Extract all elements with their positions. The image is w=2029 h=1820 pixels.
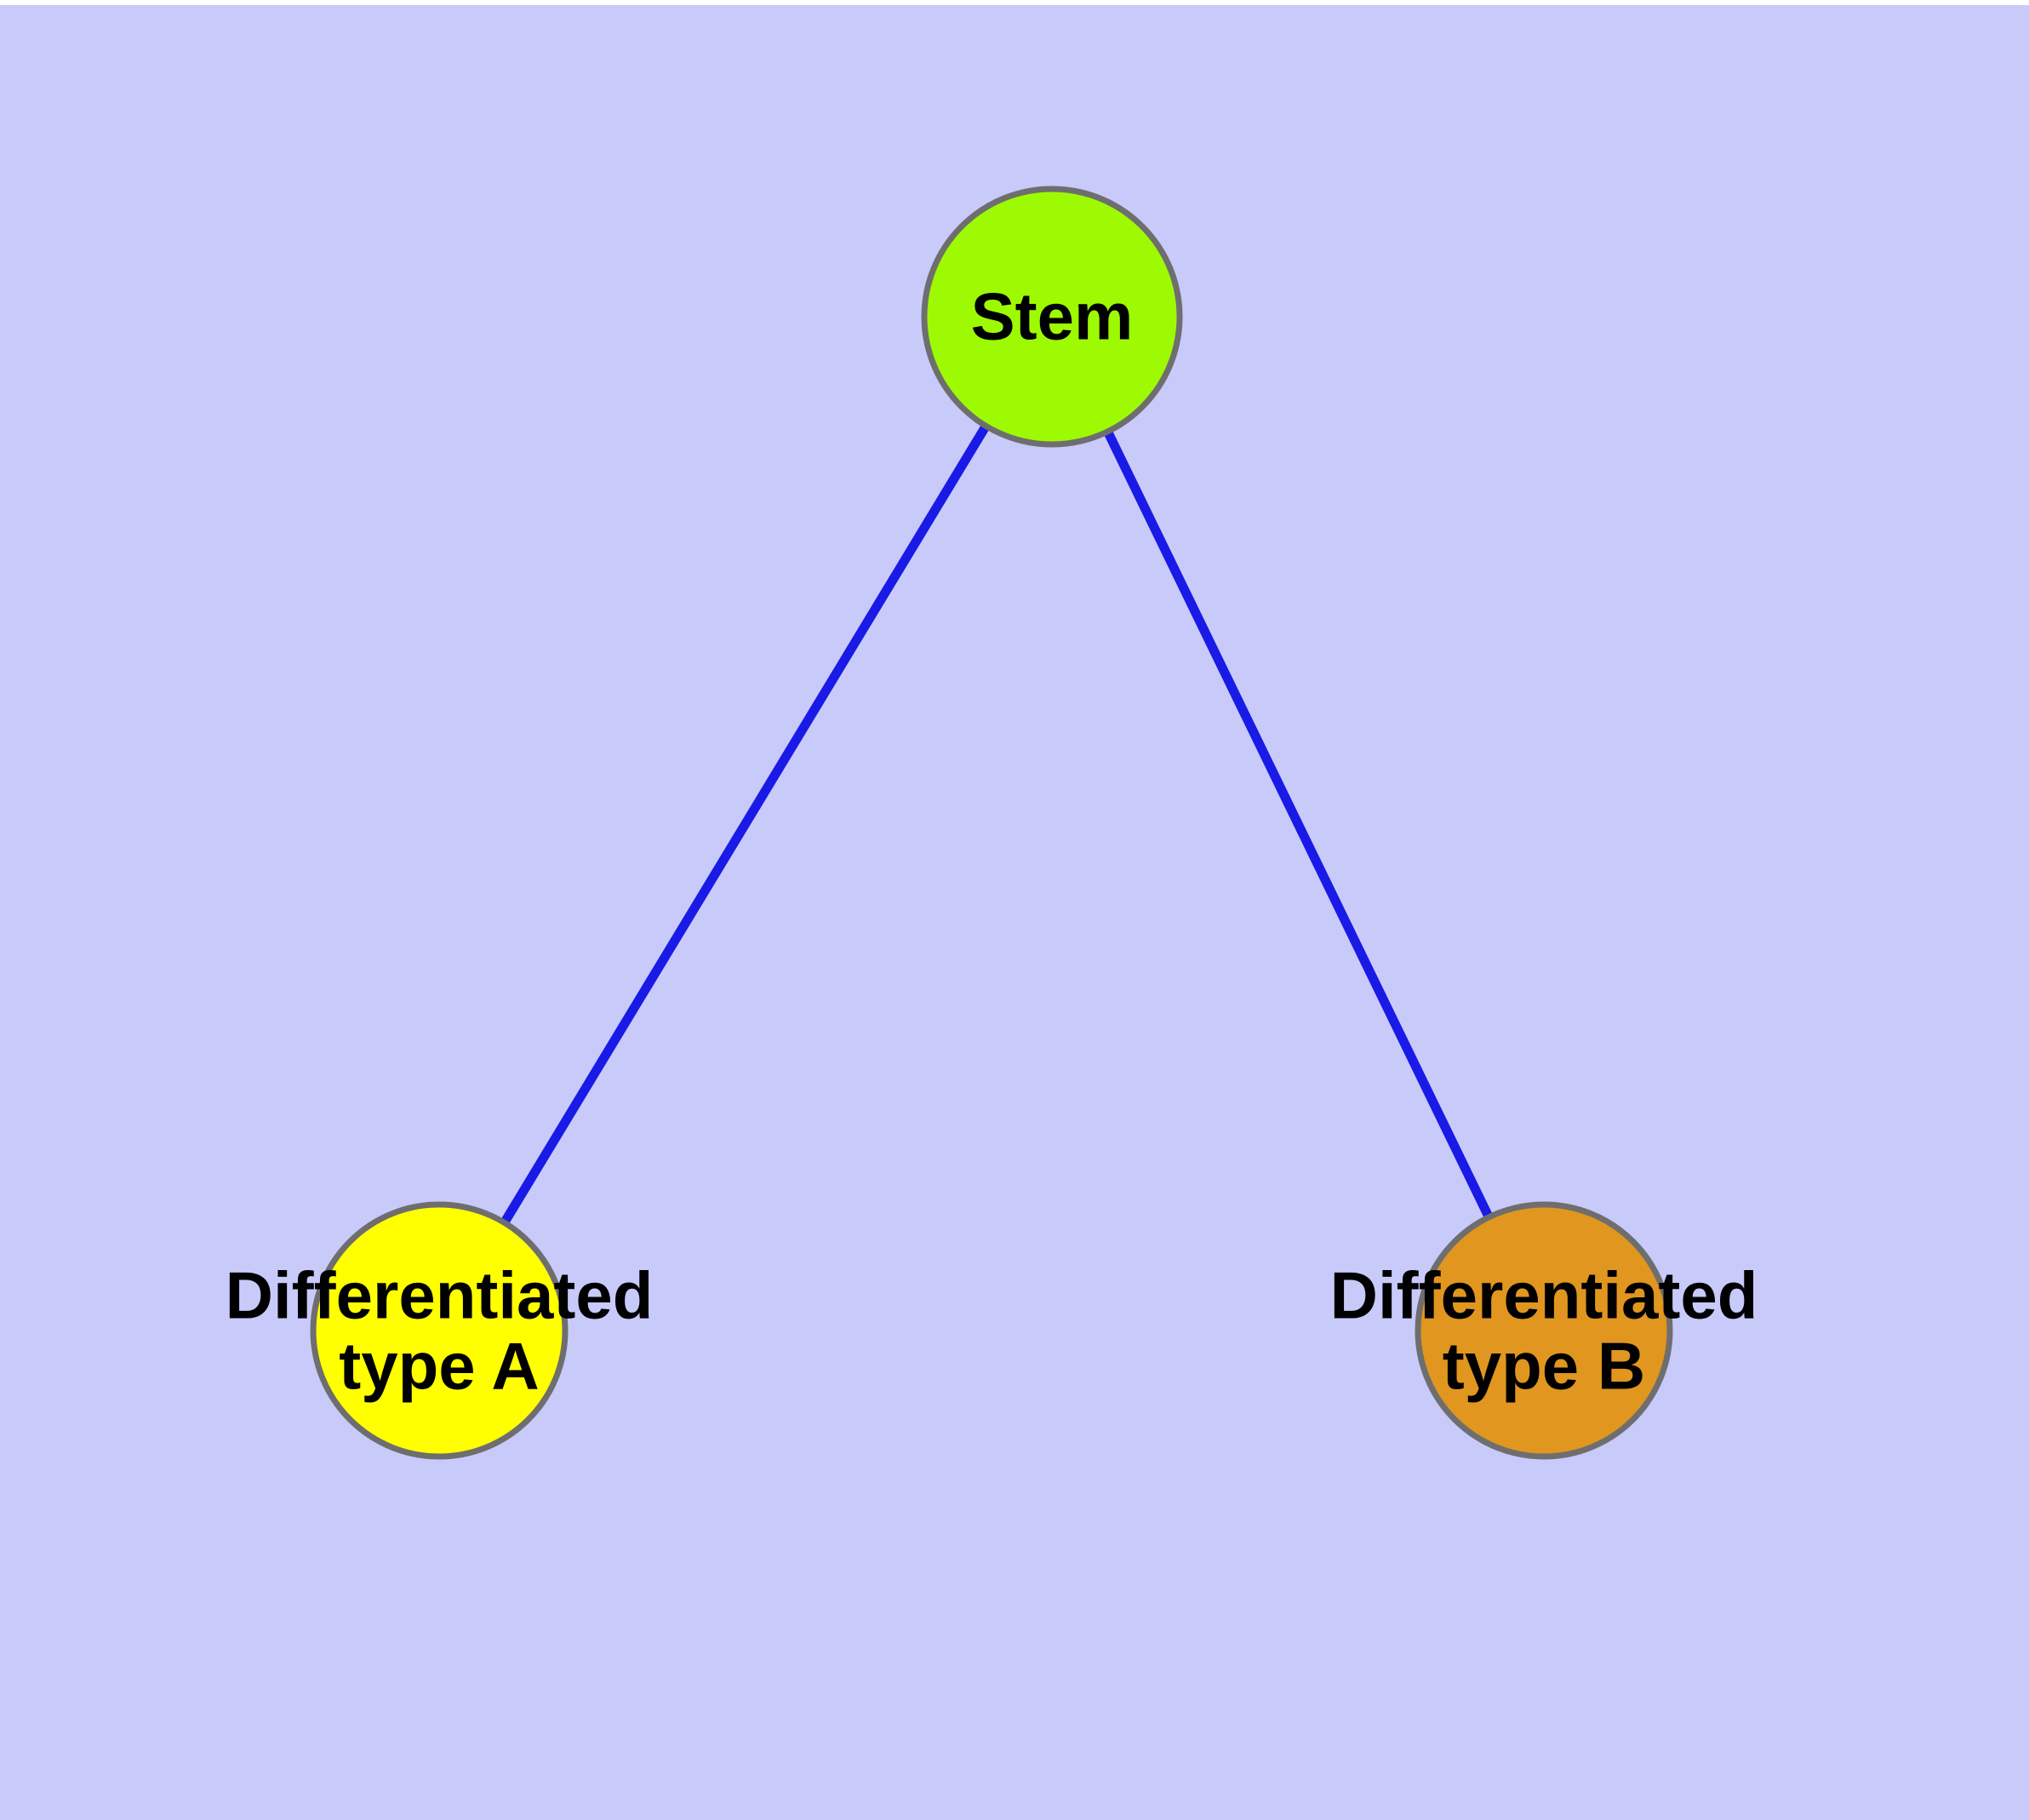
graph-edge[interactable] xyxy=(1048,314,1548,1333)
graph-node-stem[interactable] xyxy=(921,186,1183,448)
graph-edge[interactable] xyxy=(435,314,1056,1333)
edge-layer xyxy=(435,314,1548,1333)
graph-node-diff_b[interactable] xyxy=(1415,1201,1673,1460)
graph-node-diff_a[interactable] xyxy=(310,1201,569,1460)
node-layer xyxy=(310,186,1673,1460)
